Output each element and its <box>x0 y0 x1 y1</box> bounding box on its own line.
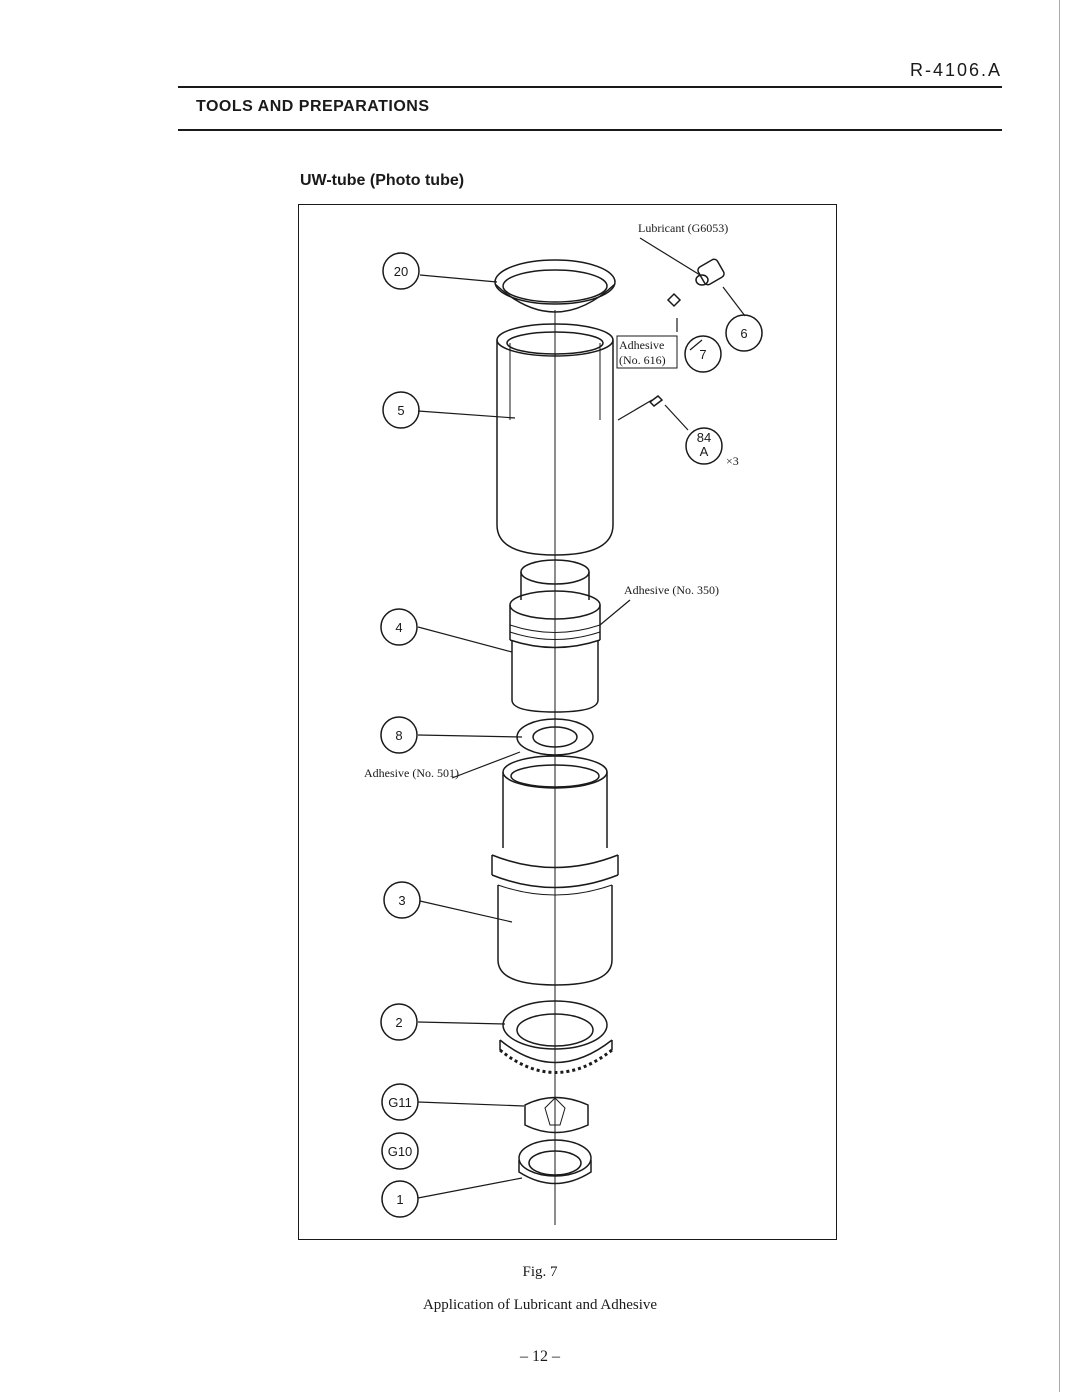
part-20-cap <box>494 259 616 313</box>
figure-subtitle: UW-tube (Photo tube) <box>300 172 465 189</box>
leader-lines <box>417 237 746 1199</box>
note-lubricant: Lubricant (G6053) <box>638 221 728 235</box>
part-4-sleeve <box>509 559 601 713</box>
callout-5: 5 <box>397 403 404 418</box>
header-rule-top <box>178 86 1002 88</box>
note-adhesive-350: Adhesive (No. 350) <box>624 583 719 597</box>
part-84a-screw <box>648 395 664 407</box>
adhesive-616-box <box>616 335 678 369</box>
part-6-screw <box>695 258 725 286</box>
callout-20: 20 <box>394 264 408 279</box>
part-3-housing <box>491 755 619 986</box>
part-1-ring <box>518 1139 592 1185</box>
part-g11-block <box>524 1096 589 1134</box>
part-5-outer-tube <box>496 323 614 556</box>
callout-circles <box>380 252 763 1218</box>
callout-g10: G10 <box>388 1144 413 1159</box>
note-adhesive-616-line1: Adhesive <box>619 338 664 352</box>
note-adhesive-616-line2: (No. 616) <box>619 353 666 367</box>
figure-caption: Application of Lubricant and Adhesive <box>422 1297 658 1313</box>
figure-frame <box>298 204 837 1240</box>
header-rule-bottom <box>178 129 1002 131</box>
document-number: R-4106.A <box>909 60 1002 80</box>
callout-7: 7 <box>699 347 706 362</box>
part-2-knurled-ring <box>499 1000 613 1074</box>
part-7-pin <box>666 292 682 308</box>
page-edge-line <box>1059 0 1060 1392</box>
callout-3: 3 <box>398 893 405 908</box>
callout-4: 4 <box>395 620 402 635</box>
callout-84: 84 <box>697 430 711 445</box>
callout-g11: G11 <box>388 1095 412 1110</box>
callout-84-qty: ×3 <box>726 454 739 468</box>
note-adhesive-501: Adhesive (No. 501) <box>364 766 459 780</box>
section-title: TOOLS AND PREPARATIONS <box>196 98 430 115</box>
page-number: – 12 – <box>520 1348 560 1365</box>
callout-2: 2 <box>395 1015 402 1030</box>
callout-1: 1 <box>396 1192 403 1207</box>
callout-8: 8 <box>395 728 402 743</box>
callout-6: 6 <box>740 326 747 341</box>
callout-84-sub: A <box>700 444 709 459</box>
figure-label: Fig. 7 <box>522 1264 558 1280</box>
